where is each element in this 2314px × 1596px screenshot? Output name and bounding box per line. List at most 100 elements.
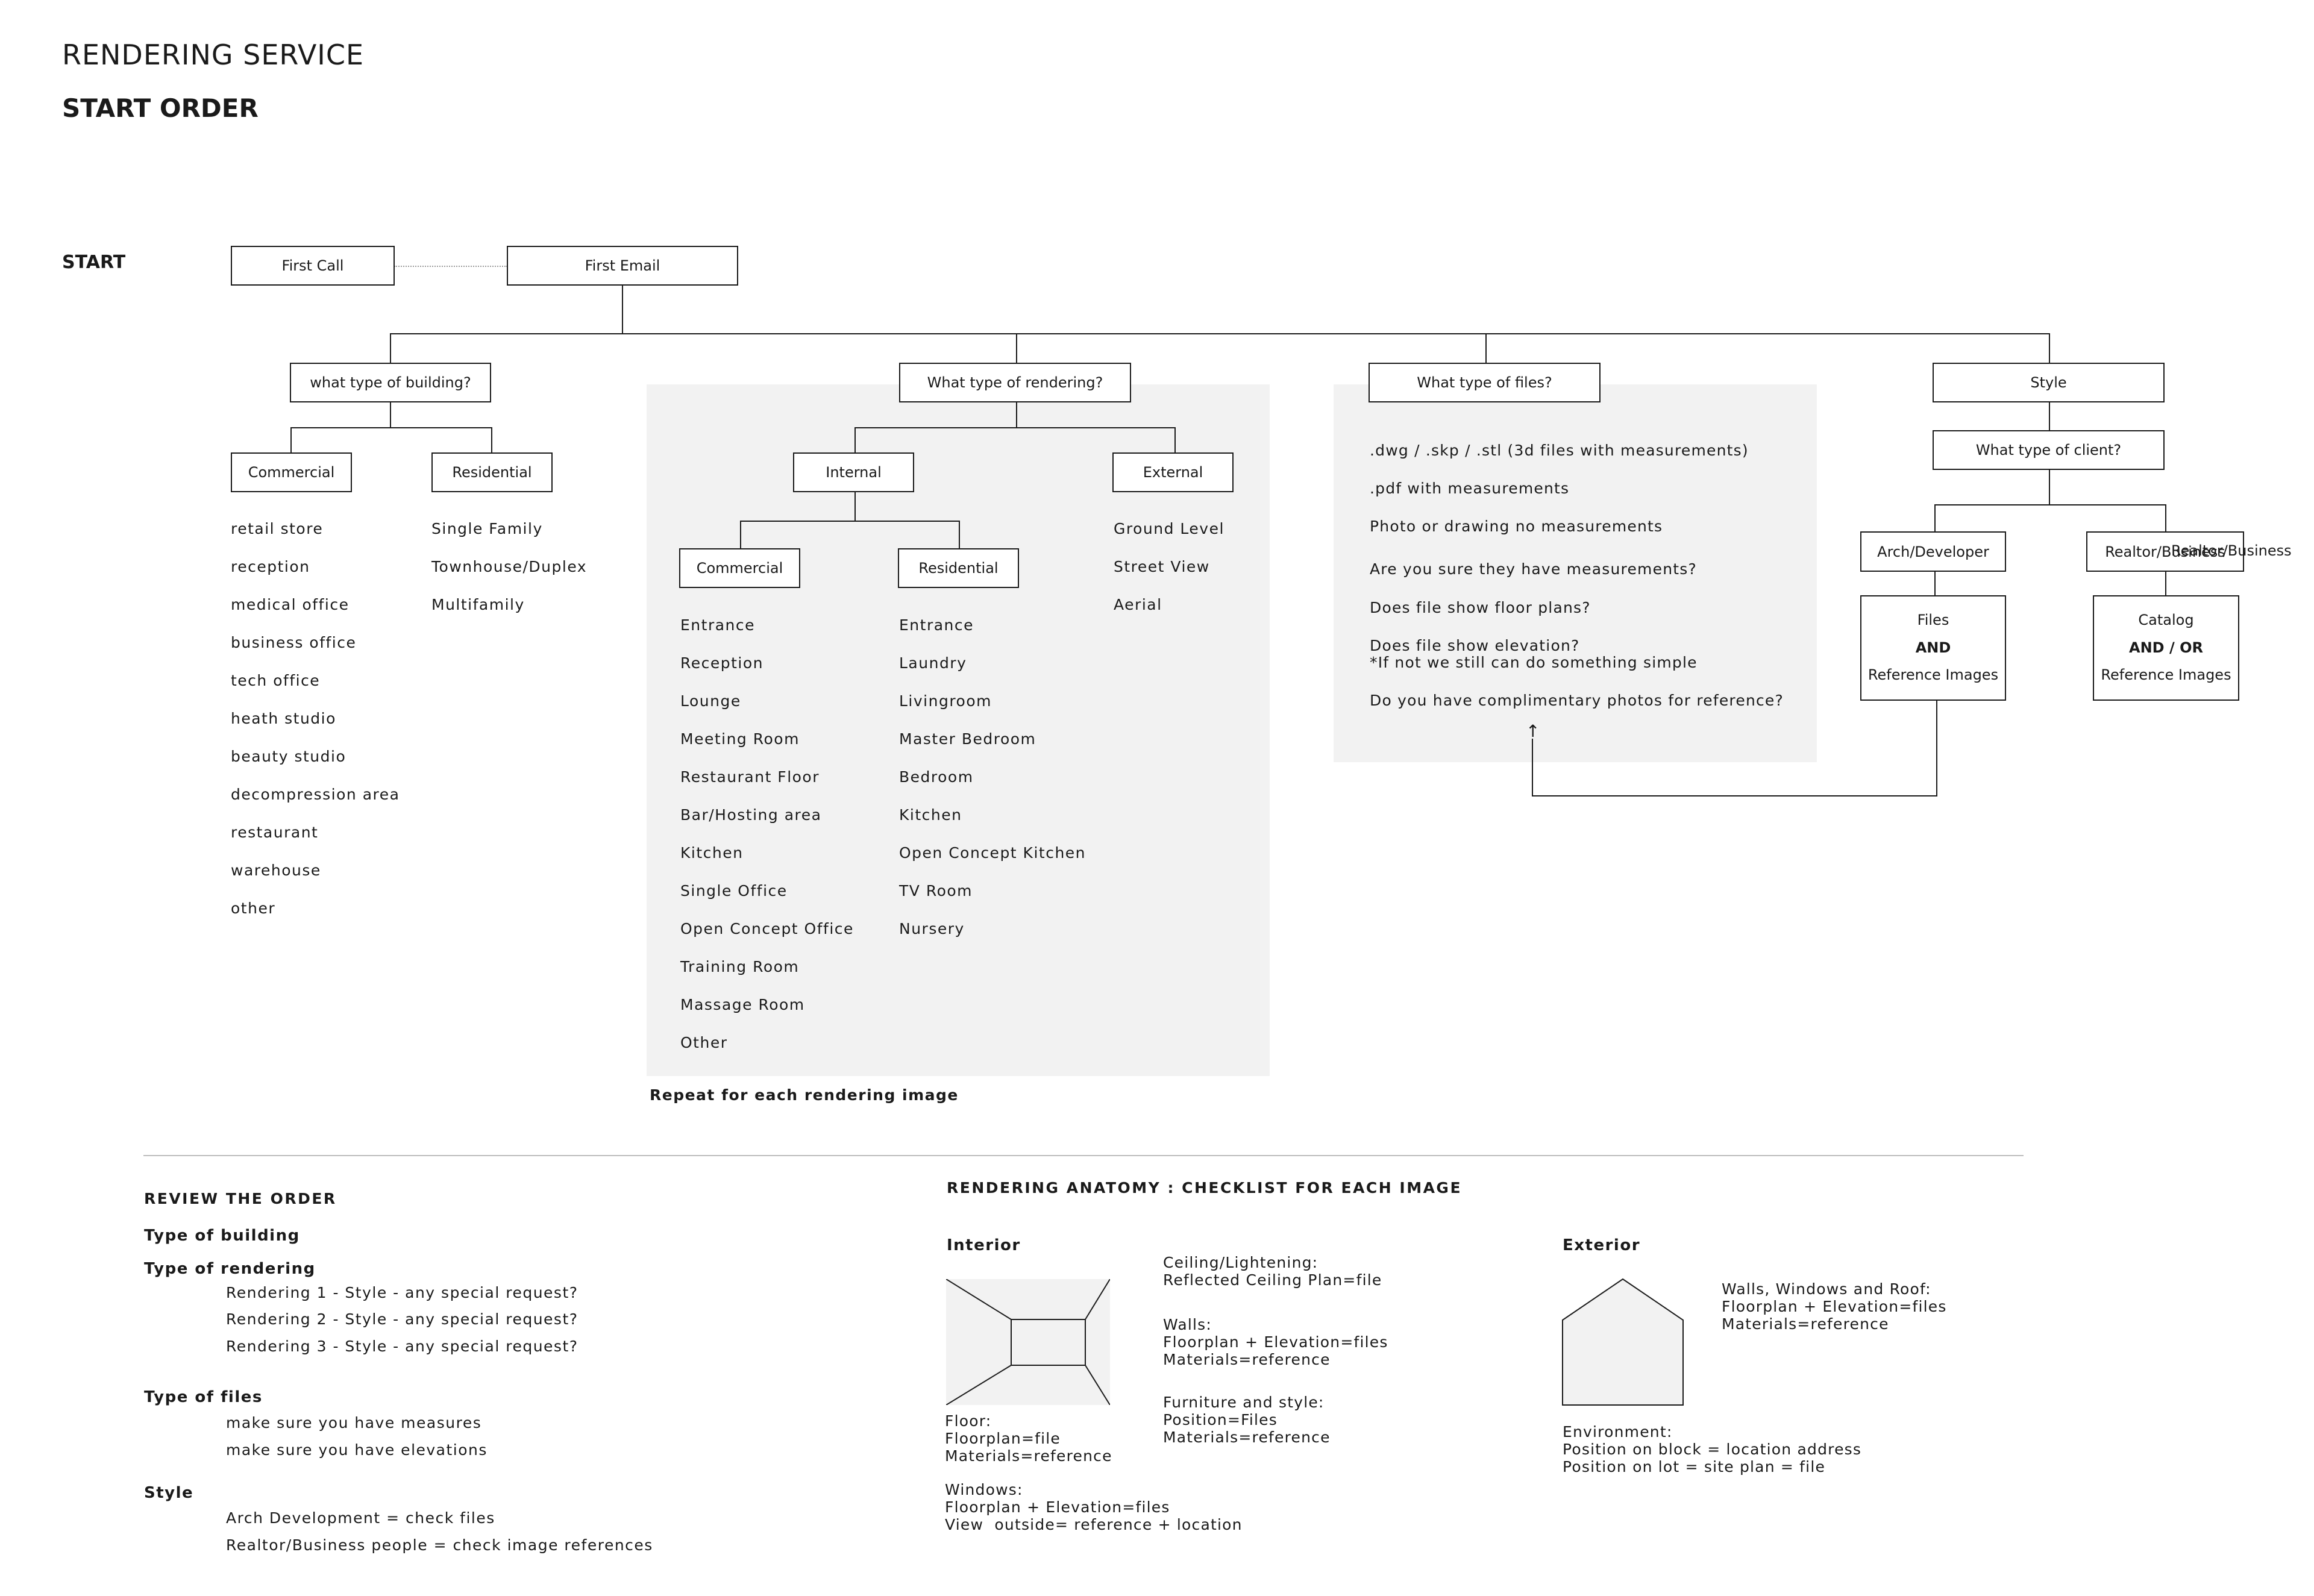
connector-line — [2049, 469, 2050, 504]
review-style-item: Realtor/Business people = check image re… — [226, 1536, 653, 1554]
question-elevation: Does file show elevation? — [1370, 637, 1580, 654]
house-exterior-icon — [1562, 1278, 1684, 1406]
commercial-building-list: retail store reception medical office bu… — [231, 520, 400, 937]
anatomy-heading: RENDERING ANATOMY : CHECKLIST FOR EACH I… — [947, 1179, 1463, 1197]
list-item: Entrance — [680, 616, 756, 634]
connector-line — [290, 427, 292, 453]
list-item: Bedroom — [899, 768, 974, 786]
file-type-3d: .dwg / .skp / .stl (3d files with measur… — [1370, 442, 1749, 459]
connector-line — [390, 333, 2050, 334]
file-type-photo: Photo or drawing no measurements — [1370, 518, 1663, 535]
list-item: Open Concept Kitchen — [899, 844, 1086, 862]
furniture-checklist: Furniture and style: Position=Files Mate… — [1163, 1394, 1331, 1446]
interior-commercial-box: Commercial — [679, 548, 800, 588]
catalog-references-box: Catalog AND / OR Reference Images — [2093, 595, 2239, 701]
page-subtitle: START ORDER — [62, 93, 259, 123]
question-floor-plans: Does file show floor plans? — [1370, 599, 1591, 616]
and-label: AND — [1915, 639, 1951, 656]
section-divider — [143, 1155, 2024, 1156]
list-item: Multifamily — [431, 596, 525, 613]
arch-developer-box: Arch/Developer — [1860, 531, 2006, 572]
connector-line — [1532, 739, 1533, 796]
review-rendering-item: Rendering 1 - Style - any special reques… — [226, 1284, 578, 1301]
list-item: retail store — [231, 520, 324, 537]
list-item: Massage Room — [680, 996, 805, 1013]
connector-line — [390, 402, 391, 427]
list-item: tech office — [231, 672, 321, 689]
list-item: Open Concept Office — [680, 920, 854, 937]
first-call-box: First Call — [231, 246, 395, 286]
exterior-heading: Exterior — [1563, 1236, 1641, 1254]
connector-line — [290, 427, 492, 428]
connector-line — [390, 333, 391, 363]
external-view-list: Ground Level Street View Aerial — [1114, 520, 1224, 634]
interior-commercial-list: Entrance Reception Lounge Meeting Room R… — [680, 616, 854, 1072]
files-label: Files — [1917, 612, 1949, 629]
connector-line — [854, 492, 856, 521]
floor-checklist: Floor: Floorplan=file Materials=referenc… — [945, 1412, 1112, 1465]
connector-line — [1016, 402, 1017, 427]
call-email-connector — [394, 266, 507, 267]
connector-line — [1934, 504, 1936, 532]
connector-line — [2049, 402, 2050, 431]
review-style-item: Arch Development = check files — [226, 1509, 495, 1527]
list-item: Ground Level — [1114, 520, 1224, 537]
windows-checklist: Windows: Floorplan + Elevation=files Vie… — [945, 1481, 1243, 1533]
environment-checklist: Environment: Position on block = locatio… — [1563, 1423, 1862, 1476]
repeat-note: Repeat for each rendering image — [650, 1086, 959, 1104]
interior-residential-list: Entrance Laundry Livingroom Master Bedro… — [899, 616, 1086, 958]
connector-line — [1485, 333, 1487, 363]
list-item: Townhouse/Duplex — [431, 558, 588, 575]
list-item: medical office — [231, 596, 350, 613]
connector-line — [1174, 427, 1176, 453]
question-photos: Do you have complimentary photos for ref… — [1370, 692, 1784, 709]
review-style: Style — [144, 1484, 194, 1502]
connector-line — [1532, 795, 1937, 796]
review-type-of-building: Type of building — [144, 1227, 300, 1245]
question-measurements: Are you sure they have measurements? — [1370, 560, 1697, 578]
connector-line — [1934, 504, 2166, 505]
connector-line — [740, 521, 960, 522]
connector-line — [491, 427, 492, 453]
list-item: TV Room — [899, 882, 973, 900]
review-type-of-files: Type of files — [144, 1388, 263, 1406]
list-item: Master Bedroom — [899, 730, 1036, 748]
review-type-of-rendering: Type of rendering — [144, 1260, 316, 1278]
connector-line — [854, 427, 1176, 428]
review-heading: REVIEW THE ORDER — [144, 1190, 337, 1207]
style-box: Style — [1933, 363, 2165, 402]
list-item: Kitchen — [680, 844, 744, 862]
exterior-walls-checklist: Walls, Windows and Roof: Floorplan + Ele… — [1722, 1280, 1947, 1333]
and-or-label: AND / OR — [2129, 639, 2203, 656]
list-item: Meeting Room — [680, 730, 800, 748]
residential-box: Residential — [431, 452, 553, 492]
list-item: warehouse — [231, 862, 321, 879]
interior-residential-box: Residential — [898, 548, 1019, 588]
external-box: External — [1112, 452, 1234, 492]
list-item: business office — [231, 634, 357, 651]
list-item: Restaurant Floor — [680, 768, 820, 786]
realtor-business-label: Realtor/Business — [2171, 542, 2292, 559]
review-files-item: make sure you have measures — [226, 1414, 482, 1432]
first-email-box: First Email — [507, 246, 738, 286]
list-item: Lounge — [680, 692, 741, 710]
list-item: restaurant — [231, 824, 319, 841]
rendering-panel — [647, 384, 1270, 1076]
residential-building-list: Single Family Townhouse/Duplex Multifami… — [431, 520, 587, 634]
connector-line — [622, 285, 623, 334]
review-rendering-item: Rendering 3 - Style - any special reques… — [226, 1338, 578, 1355]
elevation-note: *If not we still can do something simple — [1370, 654, 1698, 671]
review-rendering-item: Rendering 2 - Style - any special reques… — [226, 1310, 578, 1328]
realtor-business-box: Realtor/Business — [2086, 531, 2244, 572]
walls-checklist: Walls: Floorplan + Elevation=files Mater… — [1163, 1316, 1388, 1368]
list-item: Training Room — [680, 958, 800, 975]
list-item: other — [231, 900, 276, 917]
list-item: Bar/Hosting area — [680, 806, 822, 824]
files-question-box: What type of files? — [1369, 363, 1601, 402]
list-item: beauty studio — [231, 748, 346, 765]
connector-line — [1936, 700, 1937, 796]
list-item: reception — [231, 558, 310, 575]
building-question-box: what type of building? — [290, 363, 491, 402]
commercial-box: Commercial — [231, 452, 352, 492]
start-label: START — [62, 252, 126, 273]
